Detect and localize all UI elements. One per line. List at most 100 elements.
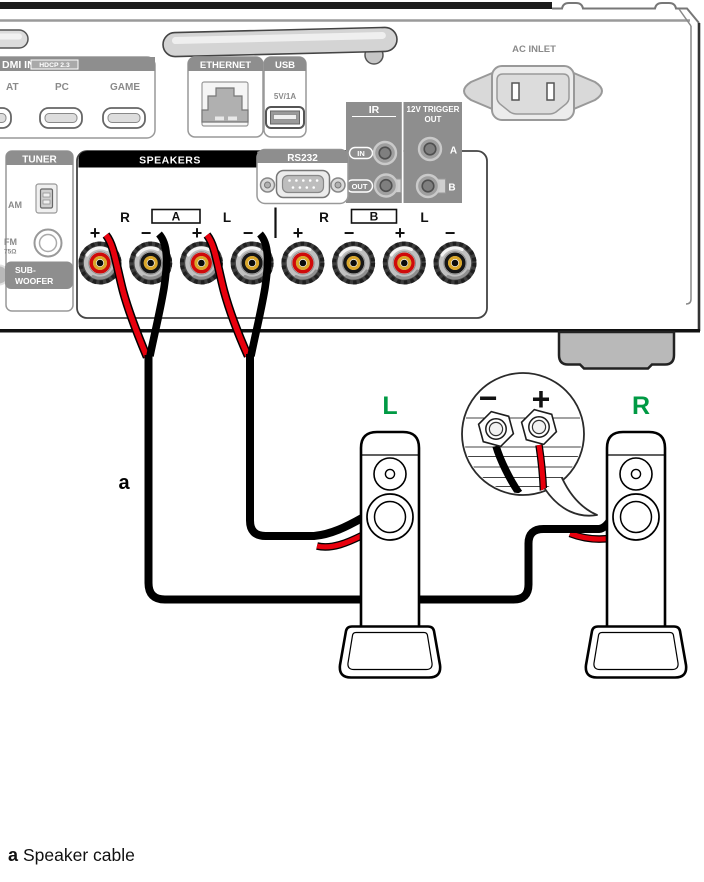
hdmi-port-game[interactable] [102, 107, 146, 129]
ac-inlet-wing-left [462, 69, 498, 113]
callout-red-wire [536, 444, 546, 493]
left-speaker-label: L [382, 392, 397, 420]
hdmi-port-sat[interactable] [0, 107, 12, 129]
rs232-header-bar [257, 149, 348, 163]
rs232-header-label: RS232 [287, 153, 318, 164]
wire-l-minus [247, 231, 272, 357]
antenna-left-highlight [0, 33, 22, 40]
group-b-label: B [370, 210, 379, 224]
tuner-am-label: AM [8, 200, 22, 210]
group-a-box [151, 208, 201, 224]
rs232-section: RS232 [256, 148, 349, 205]
cable-marker-a: a [118, 472, 130, 494]
sign-3: + [192, 223, 203, 243]
terminal-callout-bubble: − + [461, 372, 598, 517]
hdmi-pc-label: PC [55, 82, 69, 93]
group-a-l-label: L [223, 210, 231, 225]
hdmi-port-pc[interactable] [39, 107, 83, 129]
group-a-label: A [172, 210, 181, 224]
usb-header-bar [264, 57, 306, 71]
sign-5: + [293, 223, 304, 243]
am-terminal-slot2 [42, 199, 51, 205]
cable-l-red-tip [316, 533, 364, 550]
rs232-db9-pins [288, 179, 319, 189]
trigger-header-line1: 12V TRIGGER [407, 105, 460, 114]
ac-inlet-section: AC INLET [462, 44, 604, 121]
ethernet-rj45-port[interactable] [201, 87, 249, 123]
rj45-pin-left [215, 116, 224, 121]
sign-1: + [90, 223, 101, 243]
ac-prong-right [546, 82, 555, 101]
left-speaker [338, 430, 442, 679]
hdcp-badge [30, 59, 79, 70]
fm-jack-inner [38, 233, 58, 253]
callout-plus-sign: + [532, 381, 551, 417]
tuner-header-label: TUNER [22, 155, 57, 166]
ir-in-badge [348, 146, 374, 160]
callout-minus-sign: − [479, 380, 498, 416]
ac-inlet-wing-right [568, 69, 604, 113]
usb-rating-label: 5V/1A [274, 92, 296, 101]
ir-section: IR IN OUT [345, 102, 402, 203]
usb-header-label: USB [275, 60, 295, 71]
group-b-box [350, 208, 398, 224]
am-terminal[interactable] [39, 188, 54, 209]
chassis-corner-inner [678, 8, 692, 27]
ac-prong-left [511, 82, 520, 101]
tuner-fm-label: FM [4, 237, 17, 247]
trigger-section: 12V TRIGGER OUT A B [401, 102, 462, 203]
caption-text: Speaker cable [23, 845, 135, 865]
wire-r-minus [146, 231, 171, 357]
caption: a Speaker cable [8, 845, 135, 865]
chassis-top-edge [552, 1, 700, 24]
ir-out-jack[interactable] [373, 173, 399, 198]
bubble-tail-outline [544, 477, 598, 517]
rs232-db9-inner [281, 174, 325, 194]
receiver-chassis [0, 1, 701, 370]
bubble-circle [461, 372, 585, 496]
terminal-b-l-plus[interactable] [383, 242, 426, 285]
tuner-fm-ohm: 75Ω [4, 249, 16, 256]
ac-inlet-socket[interactable] [496, 73, 570, 115]
right-speaker [584, 430, 688, 679]
sign-7: + [395, 223, 406, 243]
hdmi-game-label: GAME [110, 82, 140, 93]
hdmi-sat-label: AT [6, 82, 19, 93]
trigger-jack-b-label: B [448, 183, 455, 194]
ethernet-section: ETHERNET [187, 56, 264, 138]
wire-l-plus [204, 233, 251, 358]
chassis-bottom-edge [0, 329, 700, 333]
group-b-r-label: R [319, 210, 329, 225]
sign-2: − [141, 223, 152, 243]
terminal-labels: R A L R B L + − + − + − + − [90, 207, 456, 243]
bubble-content [463, 408, 583, 494]
antenna-main-icon [162, 26, 398, 58]
sign-8: − [445, 223, 456, 243]
wire-r-plus [103, 233, 150, 359]
subwoofer-label-line2: WOOFER [15, 276, 53, 286]
am-terminal-slot1 [42, 192, 51, 198]
subwoofer-label-line1: SUB- [15, 265, 36, 275]
usb-port-tongue [273, 114, 297, 120]
chassis-top-bar [0, 2, 552, 9]
trigger-header-line2: OUT [425, 115, 442, 124]
terminal-b-r-minus[interactable] [332, 242, 375, 285]
trigger-jack-a-label: A [450, 146, 457, 157]
hdmi-header-label: DMI IN [2, 59, 35, 71]
terminal-b-l-minus[interactable] [434, 242, 477, 285]
polarity-signs: + − + − + − + − [90, 223, 456, 243]
tuner-header-bar [6, 151, 73, 165]
terminal-b-r-plus[interactable] [281, 242, 324, 285]
ir-in-jack[interactable] [372, 140, 398, 166]
group-b-l-label: L [420, 210, 428, 225]
speakers-header-label: SPEAKERS [139, 155, 201, 167]
trigger-jack-b[interactable] [415, 173, 441, 199]
sign-4: − [243, 223, 254, 243]
bubble-tail-fill [545, 478, 597, 516]
trigger-jack-a[interactable] [417, 136, 443, 162]
subwoofer-badge [5, 261, 73, 289]
hdcp-badge-label: HDCP 2.3 [39, 62, 70, 69]
ir-out-label: OUT [352, 182, 368, 191]
